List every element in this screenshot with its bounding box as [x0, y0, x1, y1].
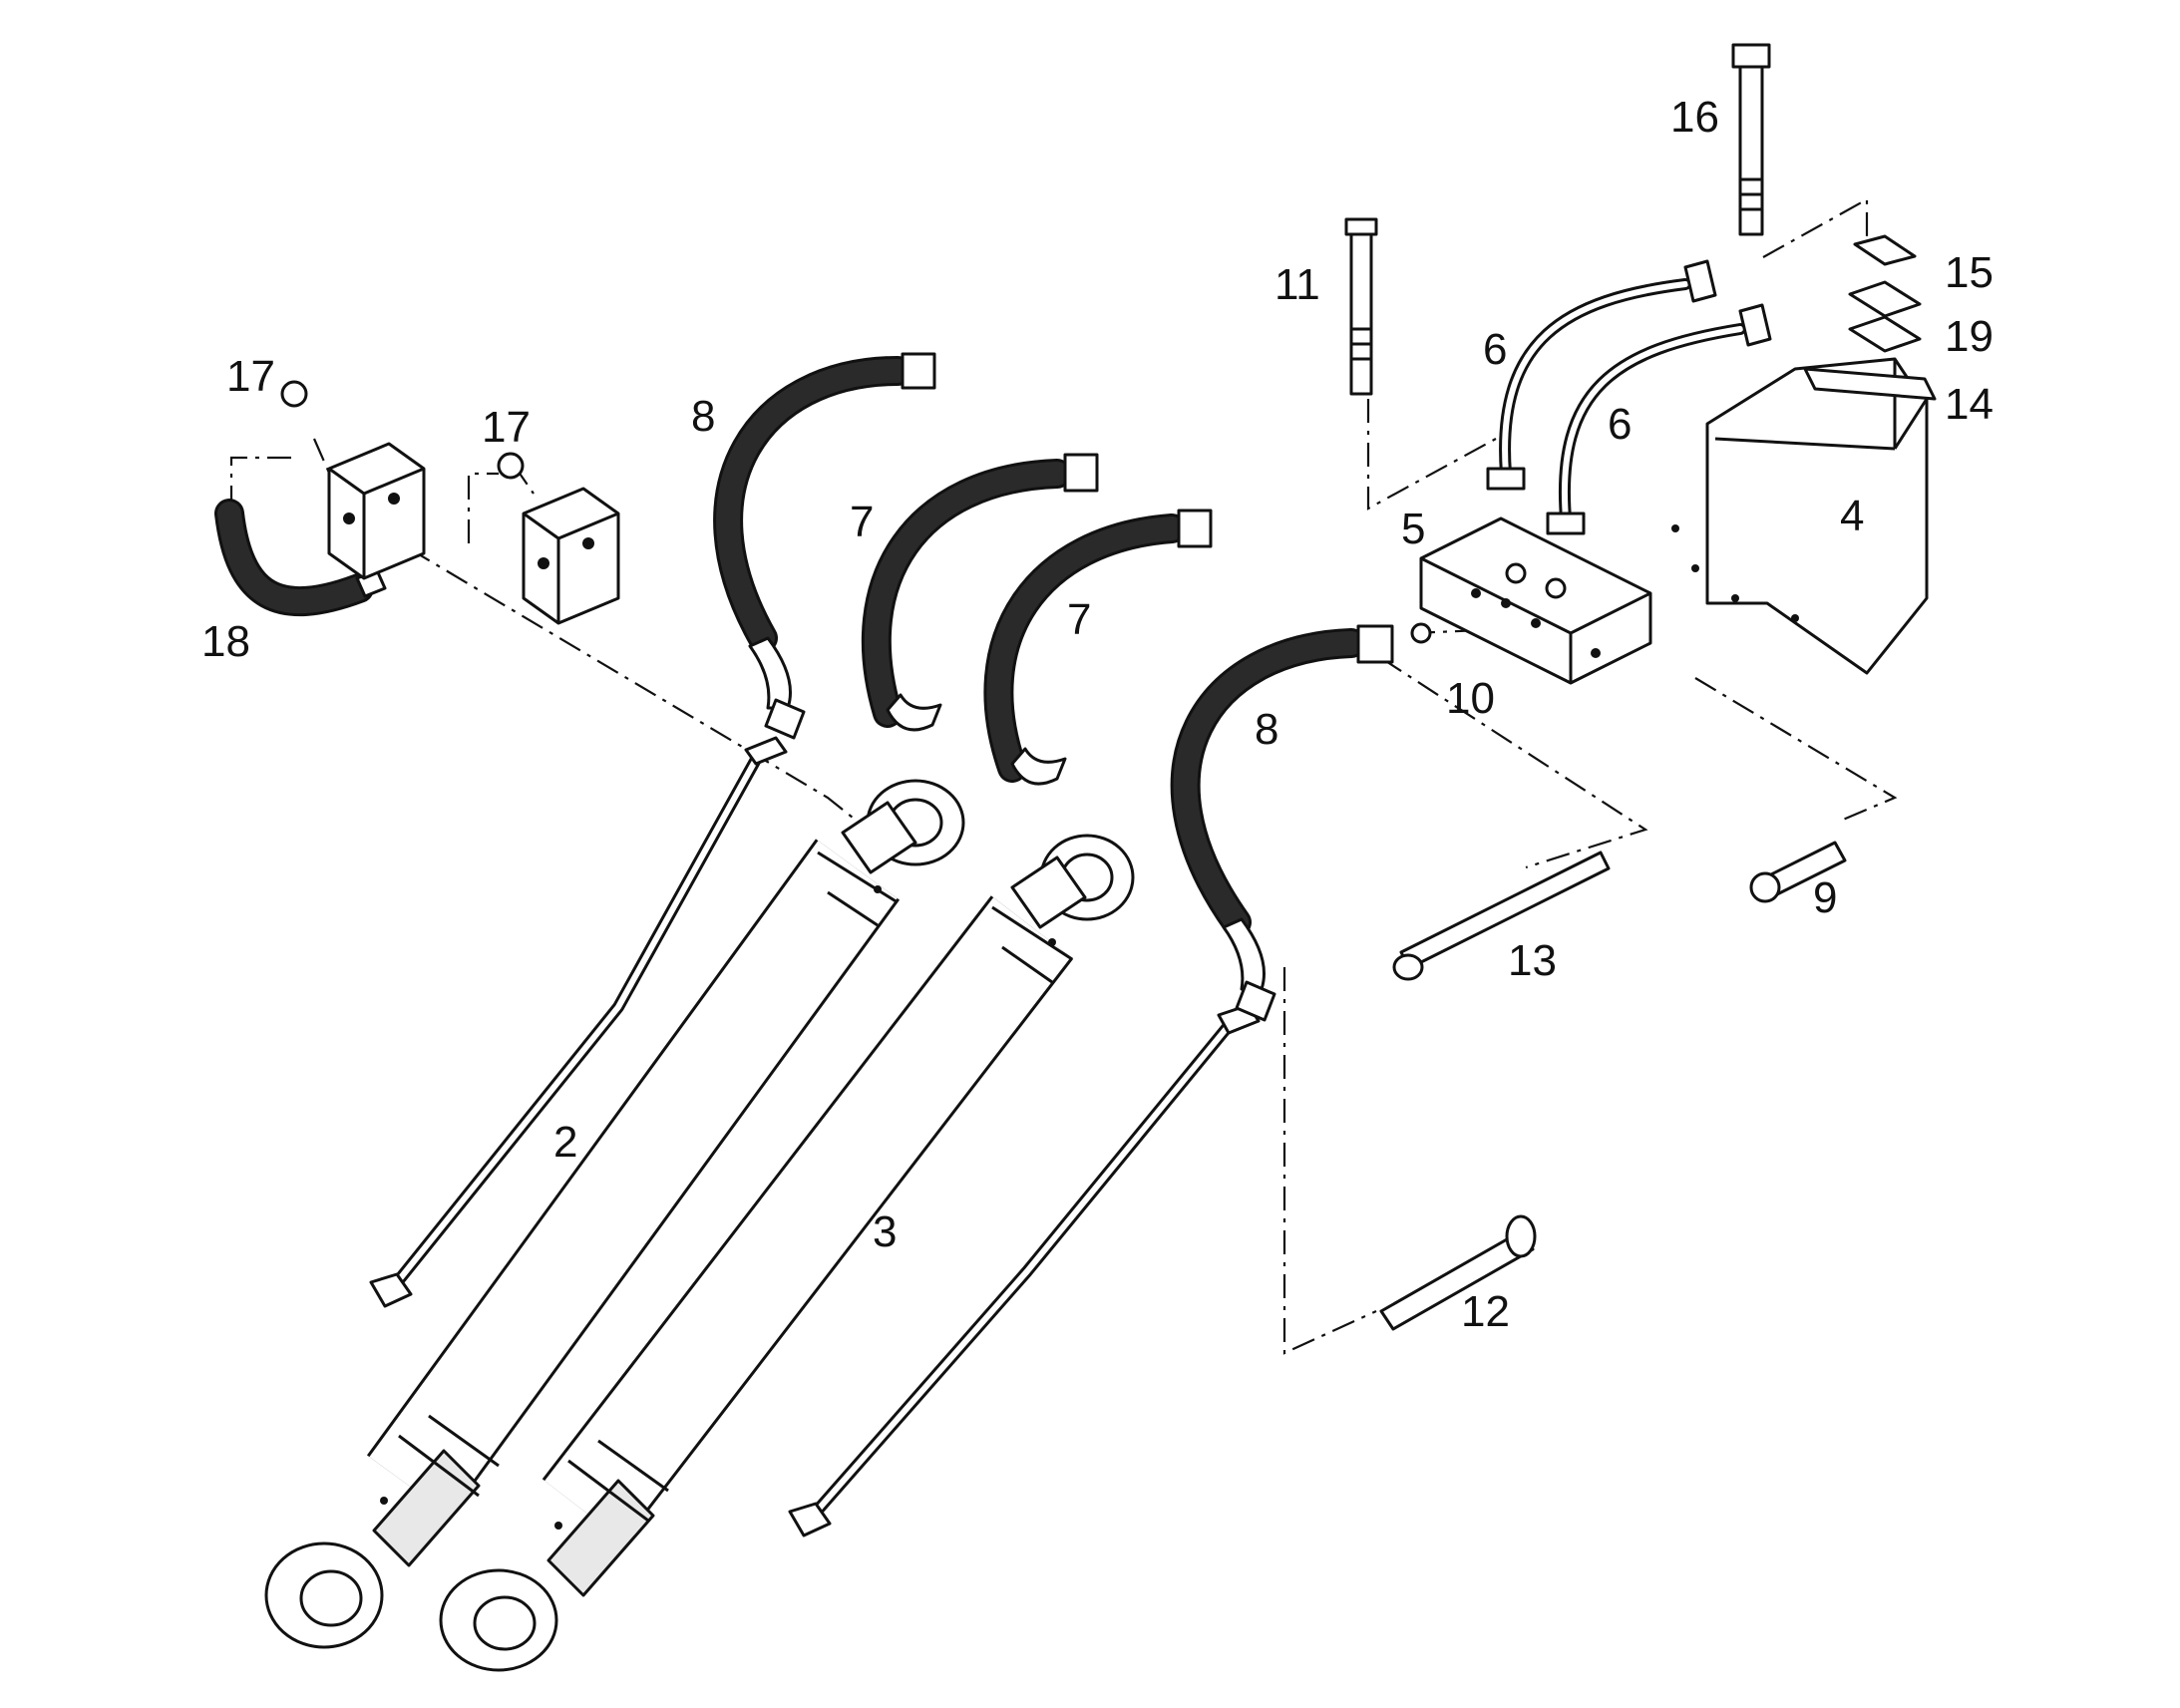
- callout-11: 11: [1274, 260, 1320, 309]
- o-ring-10: [1410, 622, 1432, 644]
- callout-5: 5: [1401, 505, 1425, 553]
- callout-7b: 7: [1067, 595, 1091, 644]
- hose-8-left: [713, 352, 936, 740]
- callout-3: 3: [873, 1207, 897, 1256]
- callout-6b: 6: [1608, 400, 1632, 449]
- callout-8a: 8: [691, 392, 715, 441]
- pipe-6-first: [1486, 259, 1717, 491]
- callout-4: 4: [1840, 492, 1864, 540]
- hydraulic-cylinder-3: [439, 834, 1135, 1672]
- callout-15: 15: [1945, 248, 1994, 297]
- bolt-9: [1749, 841, 1847, 903]
- callout-10: 10: [1446, 674, 1495, 723]
- callout-2: 2: [553, 1118, 577, 1167]
- hose-7-second: [983, 509, 1213, 786]
- hose-8-right: [1170, 624, 1394, 1022]
- pipe-6-second: [1546, 303, 1772, 535]
- callout-12: 12: [1461, 1287, 1510, 1336]
- clamp-plate-15: [1853, 234, 1917, 266]
- bolt-12: [1379, 1214, 1537, 1331]
- hydraulic-cylinder-2: [264, 779, 965, 1649]
- hose-7-first: [861, 453, 1099, 732]
- callouts: 2 3 4 5 6 6 7 7 8 8 9 10 11 12 13 14 15 …: [201, 93, 1994, 1336]
- callout-6a: 6: [1483, 325, 1507, 374]
- manifold-block-5: [1419, 516, 1652, 685]
- bolt-13: [1392, 851, 1611, 981]
- callout-14: 14: [1945, 380, 1994, 429]
- callout-18: 18: [201, 617, 250, 666]
- clamp-19: [1848, 280, 1922, 353]
- block-17-left: [280, 380, 426, 580]
- bolt-11: [1344, 217, 1378, 396]
- mounting-bracket-4: [1671, 357, 1937, 675]
- callout-8b: 8: [1255, 705, 1278, 754]
- callout-7a: 7: [850, 498, 874, 546]
- callout-17a: 17: [226, 352, 275, 401]
- callout-9: 9: [1813, 873, 1837, 922]
- bolt-16: [1731, 43, 1771, 236]
- callout-19: 19: [1945, 312, 1994, 361]
- tube-line-3: [788, 1003, 1261, 1537]
- callout-13: 13: [1508, 936, 1557, 985]
- tube-line-2: [369, 736, 788, 1308]
- callout-16: 16: [1670, 93, 1719, 142]
- callout-17b: 17: [482, 403, 531, 452]
- block-17-right: [497, 452, 620, 625]
